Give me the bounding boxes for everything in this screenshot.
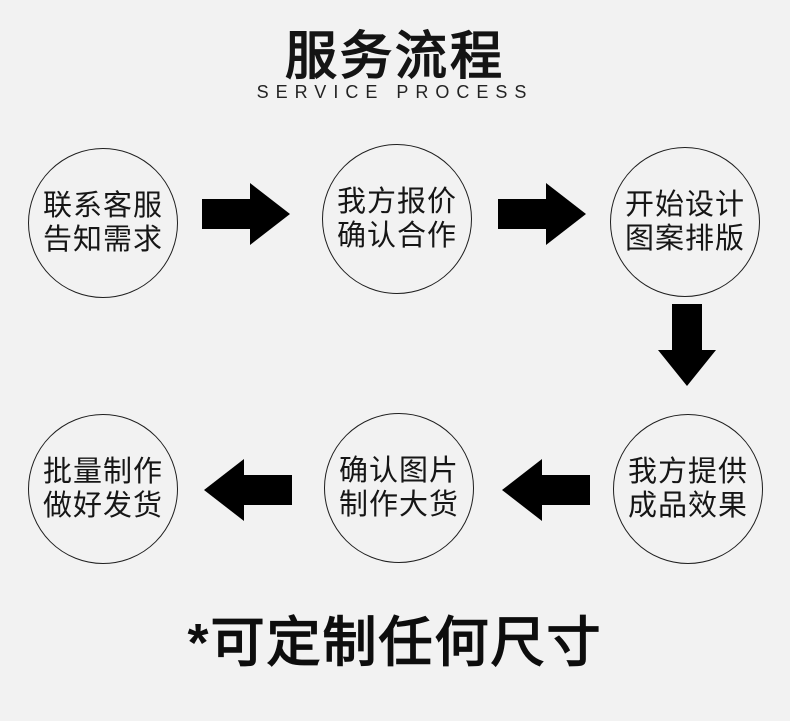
step-label-line: 制作大货	[338, 489, 459, 521]
step-circle-quote-confirm: 我方报价 确认合作	[322, 144, 472, 294]
step-label-line: 图案排版	[624, 223, 745, 255]
step-label-line: 告知需求	[42, 224, 163, 256]
step-label-line: 确认合作	[336, 220, 457, 252]
arrow-right-icon	[202, 183, 290, 245]
step-circle-contact-service: 联系客服 告知需求	[28, 148, 178, 298]
arrow-left-icon	[204, 459, 292, 521]
step-label-line: 开始设计	[624, 189, 745, 221]
step-circle-design-layout: 开始设计 图案排版	[610, 147, 760, 297]
step-circle-provide-sample: 我方提供 成品效果	[613, 414, 763, 564]
arrow-down-icon	[658, 304, 716, 386]
step-label-line: 做好发货	[42, 490, 163, 522]
step-label-line: 确认图片	[338, 455, 459, 487]
step-label-line: 我方提供	[627, 456, 748, 488]
bottom-edge-strip	[0, 721, 790, 726]
step-label-line: 成品效果	[627, 490, 748, 522]
step-label-line: 批量制作	[42, 456, 163, 488]
step-label-line: 我方报价	[336, 186, 457, 218]
page-title: 服务流程	[284, 28, 505, 86]
step-circle-batch-ship: 批量制作 做好发货	[28, 414, 178, 564]
customization-note: *可定制任何尺寸	[187, 613, 603, 673]
arrow-left-icon	[502, 459, 590, 521]
page-subtitle: SERVICE PROCESS	[256, 82, 534, 102]
step-label-line: 联系客服	[42, 190, 163, 222]
arrow-right-icon	[498, 183, 586, 245]
step-circle-confirm-production: 确认图片 制作大货	[324, 413, 474, 563]
